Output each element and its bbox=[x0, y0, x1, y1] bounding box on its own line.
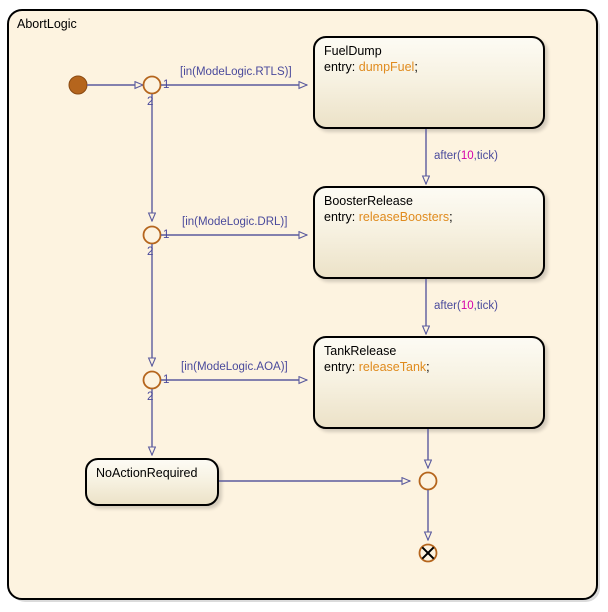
abortlogic-container-label: AbortLogic bbox=[17, 17, 77, 31]
state-boosterrelease-action-function: releaseBoosters bbox=[358, 210, 450, 224]
state-boosterrelease-action-terminator: ; bbox=[449, 210, 453, 224]
transition-label-aoa: [in(ModeLogic.AOA)] bbox=[181, 361, 288, 373]
state-fueldump-action: entry: dumpFuel; bbox=[324, 59, 535, 75]
transition-label-after-boosterrelease: after(10,tick) bbox=[434, 300, 498, 313]
state-fueldump-action-keyword: entry: bbox=[324, 60, 356, 74]
transition-label-drl: [in(ModeLogic.DRL)] bbox=[182, 216, 288, 228]
state-fueldump-action-function: dumpFuel bbox=[358, 60, 415, 74]
junction-merge[interactable] bbox=[418, 471, 438, 491]
state-tankrelease-action-terminator: ; bbox=[426, 360, 430, 374]
state-tankrelease-title: TankRelease bbox=[324, 344, 397, 358]
junction-2[interactable] bbox=[142, 225, 162, 245]
state-noactionrequired[interactable]: NoActionRequired bbox=[85, 458, 219, 506]
transition-label-after-fueldump: after(10,tick) bbox=[434, 150, 498, 163]
junction-2-order-second: 2 bbox=[147, 246, 154, 258]
junction-2-order-first: 1 bbox=[163, 229, 170, 241]
after-prefix-2: after( bbox=[434, 300, 461, 312]
state-tankrelease-action-keyword: entry: bbox=[324, 360, 356, 374]
after-suffix-2: ,tick) bbox=[473, 300, 498, 312]
state-boosterrelease-action-keyword: entry: bbox=[324, 210, 356, 224]
state-boosterrelease-title: BoosterRelease bbox=[324, 194, 413, 208]
after-number-1: 10 bbox=[460, 150, 474, 162]
after-prefix-1: after( bbox=[434, 150, 461, 162]
state-fueldump-action-terminator: ; bbox=[414, 60, 418, 74]
junction-1-order-second: 2 bbox=[147, 96, 154, 108]
default-transition-dot bbox=[68, 75, 88, 95]
terminating-junction-x-icon[interactable] bbox=[418, 543, 438, 563]
state-tankrelease[interactable]: TankRelease entry: releaseTank; bbox=[313, 336, 545, 429]
default-transition[interactable] bbox=[68, 75, 143, 95]
junction-3[interactable] bbox=[142, 370, 162, 390]
transition-label-rtls: [in(ModeLogic.RTLS)] bbox=[180, 66, 292, 78]
state-tankrelease-action: entry: releaseTank; bbox=[324, 359, 535, 375]
state-noactionrequired-title: NoActionRequired bbox=[96, 466, 198, 480]
junction-3-order-second: 2 bbox=[147, 391, 154, 403]
state-boosterrelease[interactable]: BoosterRelease entry: releaseBoosters; bbox=[313, 186, 545, 279]
state-boosterrelease-action: entry: releaseBoosters; bbox=[324, 209, 535, 225]
junction-3-order-first: 1 bbox=[163, 374, 170, 386]
after-suffix-1: ,tick) bbox=[473, 150, 498, 162]
junction-1-order-first: 1 bbox=[163, 79, 170, 91]
after-number-2: 10 bbox=[460, 300, 474, 312]
state-fueldump-title: FuelDump bbox=[324, 44, 382, 58]
junction-1[interactable] bbox=[142, 75, 162, 95]
state-tankrelease-action-function: releaseTank bbox=[358, 360, 427, 374]
state-fueldump[interactable]: FuelDump entry: dumpFuel; bbox=[313, 36, 545, 129]
